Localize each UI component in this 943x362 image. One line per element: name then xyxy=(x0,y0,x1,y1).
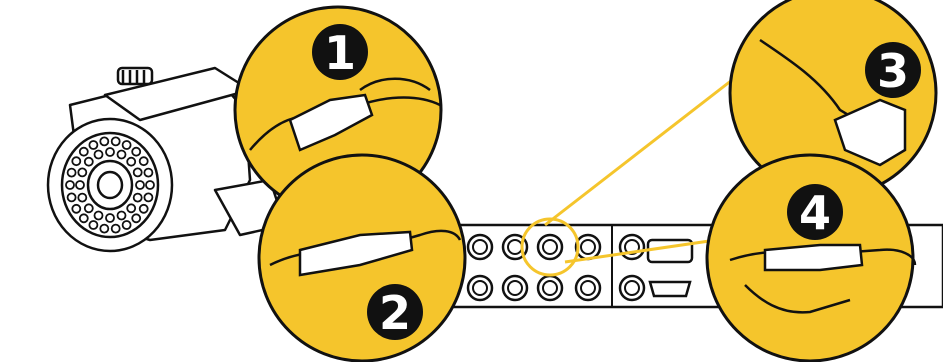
ir-led xyxy=(72,205,80,213)
bnc-port xyxy=(543,281,557,295)
step-2-callout: 2 xyxy=(259,155,465,361)
step-4-callout: 4 xyxy=(707,155,915,361)
bnc-port xyxy=(508,281,522,295)
step-1-number: 1 xyxy=(324,26,356,80)
ir-led xyxy=(127,158,135,166)
bnc-port xyxy=(473,281,487,295)
bnc-port xyxy=(473,240,487,254)
ir-led xyxy=(146,181,154,189)
ir-led xyxy=(106,214,114,222)
ir-led xyxy=(144,169,152,177)
ir-led xyxy=(68,193,76,201)
ir-led xyxy=(123,221,131,229)
ir-led xyxy=(80,214,88,222)
bnc-port xyxy=(508,240,522,254)
ir-led xyxy=(89,141,97,149)
ir-led xyxy=(140,205,148,213)
ir-led xyxy=(134,168,142,176)
ir-led xyxy=(132,214,140,222)
ir-led xyxy=(68,169,76,177)
ir-led xyxy=(100,137,108,145)
bnc-port xyxy=(543,240,557,254)
ir-led xyxy=(76,181,84,189)
ir-led xyxy=(66,181,74,189)
ir-led xyxy=(112,137,120,145)
ir-led xyxy=(127,204,135,212)
ir-led xyxy=(144,193,152,201)
ir-led xyxy=(136,181,144,189)
ir-led xyxy=(140,157,148,165)
ir-led xyxy=(95,151,103,159)
ir-led xyxy=(89,221,97,229)
ir-led xyxy=(132,148,140,156)
ir-led xyxy=(85,158,93,166)
ir-led xyxy=(85,204,93,212)
ir-led xyxy=(112,225,120,233)
ir-led xyxy=(118,212,126,220)
ir-led xyxy=(118,151,126,159)
bnc-port xyxy=(581,240,595,254)
ir-led xyxy=(80,148,88,156)
ir-led xyxy=(78,194,86,202)
ir-led xyxy=(134,194,142,202)
ir-led xyxy=(100,225,108,233)
bnc-port xyxy=(581,281,595,295)
ir-led xyxy=(123,141,131,149)
hdmi-port xyxy=(650,282,690,296)
step-4-number: 4 xyxy=(799,186,831,240)
ir-led xyxy=(78,168,86,176)
ir-led xyxy=(72,157,80,165)
step-2-number: 2 xyxy=(379,286,411,340)
bnc-port xyxy=(625,281,639,295)
ir-led xyxy=(95,212,103,220)
ir-led xyxy=(106,148,114,156)
step-3-number: 3 xyxy=(877,44,909,98)
